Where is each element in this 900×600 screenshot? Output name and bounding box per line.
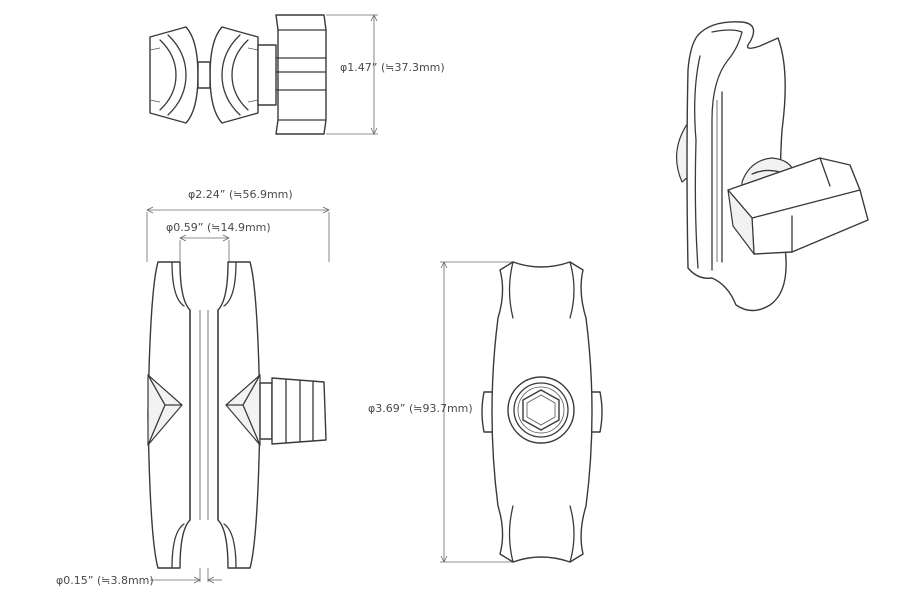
isometric-view [676, 21, 869, 312]
dim-socket-opening: φ0.59” (≒14.9mm) [166, 221, 271, 234]
dim-knob-diameter: φ1.47” (≒37.3mm) [340, 61, 445, 74]
top-view: φ1.47” (≒37.3mm) [149, 14, 445, 135]
dim-arm-length: φ3.69” (≒93.7mm) [368, 402, 473, 415]
front-view: φ2.24” (≒56.9mm) φ0.59” (≒14.9mm) [56, 188, 330, 587]
dim-slot-width: φ0.15” (≒3.8mm) [56, 574, 154, 587]
dim-ball-span: φ2.24” (≒56.9mm) [188, 188, 293, 201]
side-view: φ3.69” (≒93.7mm) [368, 261, 603, 563]
